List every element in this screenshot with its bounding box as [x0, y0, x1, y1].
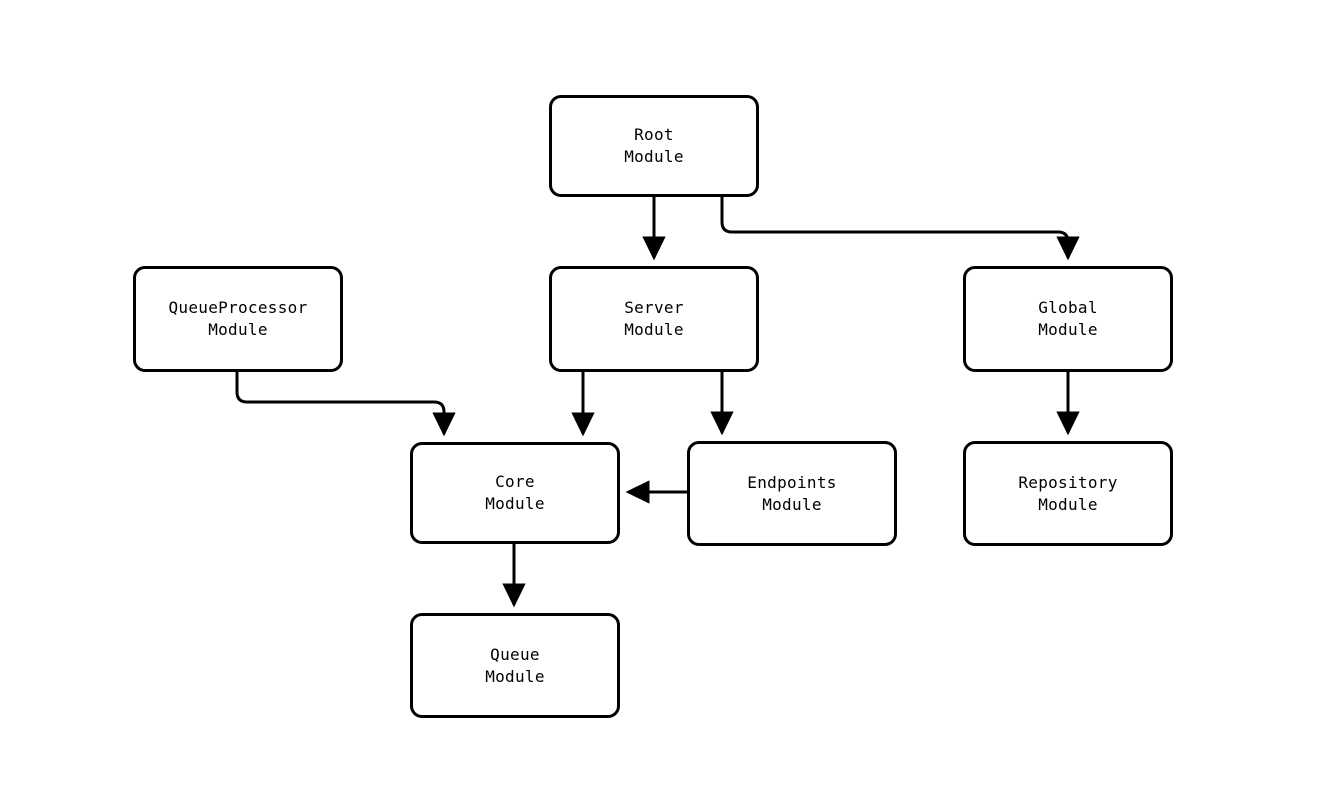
node-label-line2: Module [762, 494, 822, 514]
node-label-line1: Endpoints [747, 472, 837, 492]
node-label-line1: Global [1038, 298, 1098, 317]
node-label-line1: Root [634, 125, 674, 144]
node-queueprocessor-module[interactable]: QueueProcessor Module [133, 266, 343, 372]
node-label-line2: Module [624, 320, 684, 339]
node-repository-module[interactable]: Repository Module [963, 441, 1173, 546]
node-label-line2: Module [485, 666, 545, 686]
node-label-line1: QueueProcessor [168, 298, 308, 317]
node-label-line1: Core [495, 472, 535, 491]
node-label-line1: Server [624, 298, 684, 317]
edge-queueprocessor-to-core [235, 372, 456, 437]
node-label-line2: Module [624, 147, 684, 166]
node-label-line2: Module [485, 494, 545, 513]
node-global-module[interactable]: Global Module [963, 266, 1173, 372]
node-label-line2: Module [1038, 494, 1098, 514]
edge-root-to-global [720, 197, 1080, 261]
node-root-module[interactable]: Root Module [549, 95, 759, 197]
node-server-module[interactable]: Server Module [549, 266, 759, 372]
node-endpoints-module[interactable]: Endpoints Module [687, 441, 897, 546]
node-label-line1: Repository [1018, 472, 1118, 492]
node-label-line2: Module [1038, 320, 1098, 339]
node-label-line1: Queue [490, 644, 540, 664]
node-core-module[interactable]: Core Module [410, 442, 620, 544]
node-label-line2: Module [208, 320, 268, 339]
node-queue-module[interactable]: Queue Module [410, 613, 620, 718]
